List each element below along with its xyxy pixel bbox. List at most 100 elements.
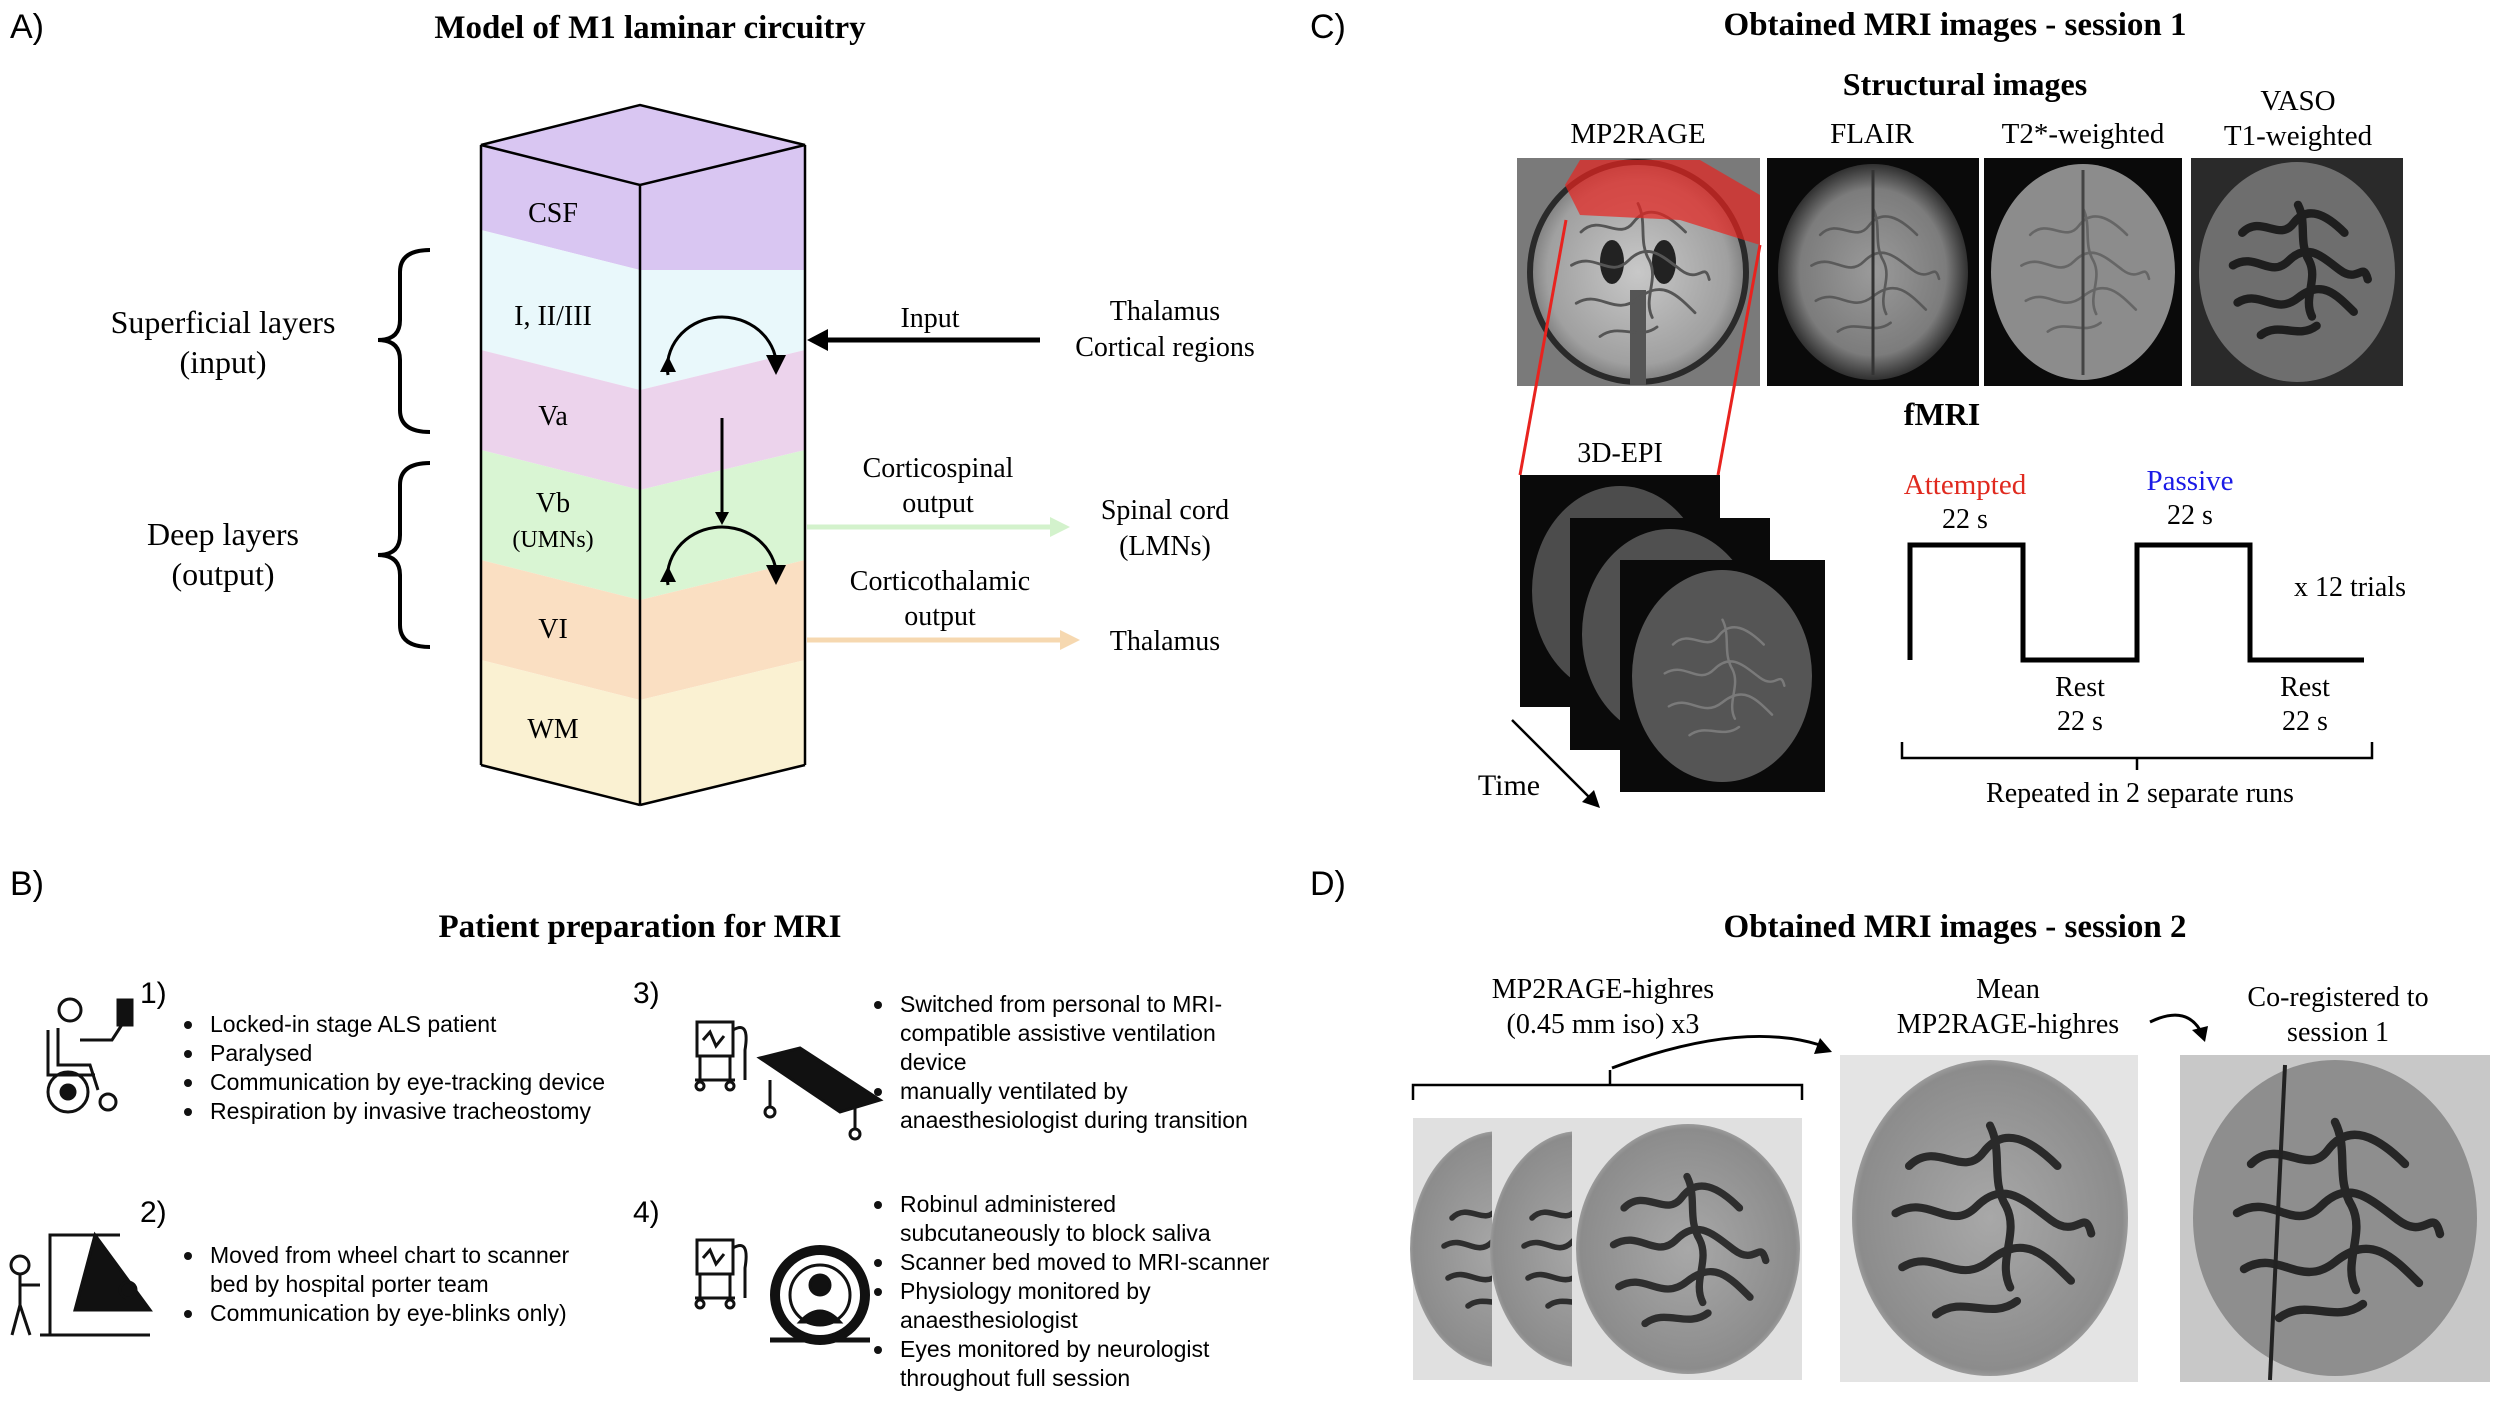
step-3-line: Switched from personal to MRI- [900,991,1222,1017]
cs-target-1: Spinal cord [1101,495,1229,526]
mean-label-2: MP2RAGE-highres [1897,1009,2119,1040]
bullet-dot [184,1108,192,1116]
layer-vb-band [481,450,640,600]
input-arrowhead [807,329,828,351]
curved-arrow-2 [2149,1013,2202,1031]
rest-label-1: Rest [2055,672,2105,703]
bullet-dot [184,1021,192,1029]
bullet-dot [874,1088,882,1096]
patient-hoist-icon [9,1231,153,1337]
structural-title: Structural images [1843,66,2087,102]
input-label: Input [900,303,959,334]
input-source-2: Cortical regions [1075,332,1255,363]
coreg-label-1: Co-registered to [2247,982,2428,1013]
layer-1-23-band [481,230,640,390]
ct-output-1: Corticothalamic [850,566,1030,597]
step-4-list: Robinul administered subcutaneously to bl… [874,1191,1270,1391]
layer-label-umns: (UMNs) [512,527,593,553]
step-3-line: device [900,1049,966,1075]
brace-deep [377,461,431,649]
wheelchair-patient-icon [46,997,134,1114]
layer-vi-band [481,560,640,700]
layer-wm-band [481,660,640,805]
step-1-number: 1) [140,977,167,1010]
step-3-line: anaesthesiologist during transition [900,1107,1248,1133]
circuit-loops [660,315,786,586]
bullet-dot [184,1252,192,1260]
img-label-vaso-1: VASO [2260,85,2335,117]
rest-duration-2: 22 s [2282,706,2328,737]
panel-d-letter: D) [1310,865,1346,903]
highres-stack [1410,1118,1802,1380]
brace-superficial [377,248,431,434]
step-2-number: 2) [140,1196,167,1229]
runs-bracket [1900,742,2374,760]
step-4-line: Robinul administered [900,1191,1116,1217]
curved-arrow-1 [1611,1034,1821,1070]
step-3-list: Switched from personal to MRI-compatible… [874,991,1248,1133]
step-1-line: Paralysed [210,1040,312,1066]
fmri-title: fMRI [1904,396,1980,432]
coregistered-image [2180,1055,2490,1382]
step-3-number: 3) [633,977,660,1010]
layer-va-band [481,350,640,490]
highres-label-2: (0.45 mm iso) x3 [1507,1009,1700,1040]
step-4-number: 4) [633,1196,660,1229]
panel-d: D) Obtained MRI images - session 2 MP2RA… [1310,865,2490,1382]
layer-label-csf: CSF [528,198,578,229]
superficial-sub: (input) [179,344,266,380]
bullet-dot [184,1050,192,1058]
step-4-line: throughout full session [900,1365,1130,1391]
step-4-line: subcutaneously to block saliva [900,1220,1211,1246]
img-label-flair: FLAIR [1830,118,1914,150]
rest-duration-1: 22 s [2057,706,2103,737]
img-label-t2star: T2*-weighted [2002,118,2165,150]
panel-c-title: Obtained MRI images - session 1 [1724,7,2187,43]
layer-label-vi: VI [538,614,568,645]
step-1-line: Respiration by invasive tracheostomy [210,1098,591,1124]
time-arrow [1511,719,1593,801]
slab-line-left [1518,219,1568,476]
slab-line-right [1716,244,1762,476]
trials-label: x 12 trials [2294,572,2406,603]
epi-stack [1520,475,1825,792]
rest-label-2: Rest [2280,672,2330,703]
layer-label-va: Va [538,401,568,432]
bullet-dot [874,1001,882,1009]
bullet-dot [184,1310,192,1318]
flair-image [1767,158,1979,386]
corticospinal-arrowhead [1050,517,1070,537]
vaso-image [2191,158,2403,386]
repeated-label: Repeated in 2 separate runs [1986,778,2294,809]
bullet-dot [874,1288,882,1296]
panel-d-title: Obtained MRI images - session 2 [1724,909,2187,945]
step-1-line: Communication by eye-tracking device [210,1069,605,1095]
panel-b-title: Patient preparation for MRI [439,909,842,945]
t2star-image [1984,158,2182,386]
epi-label: 3D-EPI [1577,438,1663,469]
attempted-label: Attempted [1904,469,2027,501]
bullet-dot [874,1259,882,1267]
panel-b-letter: B) [10,865,44,903]
step-2-line: Moved from wheel chart to scanner [210,1242,570,1268]
step-2-line: bed by hospital porter team [210,1271,489,1297]
ct-target: Thalamus [1110,626,1220,657]
mean-image [1840,1055,2138,1382]
panel-a-title: Model of M1 laminar circuitry [434,10,866,46]
deep-sub: (output) [171,556,274,592]
panel-c-letter: C) [1310,8,1346,46]
attempted-duration: 22 s [1942,504,1988,535]
bullet-dot [874,1346,882,1354]
step-4-line: Scanner bed moved to MRI-scanner [900,1249,1270,1275]
panel-a-letter: A) [10,8,44,46]
panel-b: B) Patient preparation for MRI 1) 2) 3) … [9,865,1270,1391]
deep-label: Deep layers [147,516,299,552]
img-label-vaso-2: T1-weighted [2224,120,2373,152]
step-2-line: Communication by eye-blinks only) [210,1300,567,1326]
step-1-line: Locked-in stage ALS patient [210,1011,497,1037]
cs-target-2: (LMNs) [1119,531,1211,562]
mean-label-1: Mean [1976,974,2040,1005]
bullet-dot [874,1201,882,1209]
layer-label-l23: I, II/III [514,301,592,332]
